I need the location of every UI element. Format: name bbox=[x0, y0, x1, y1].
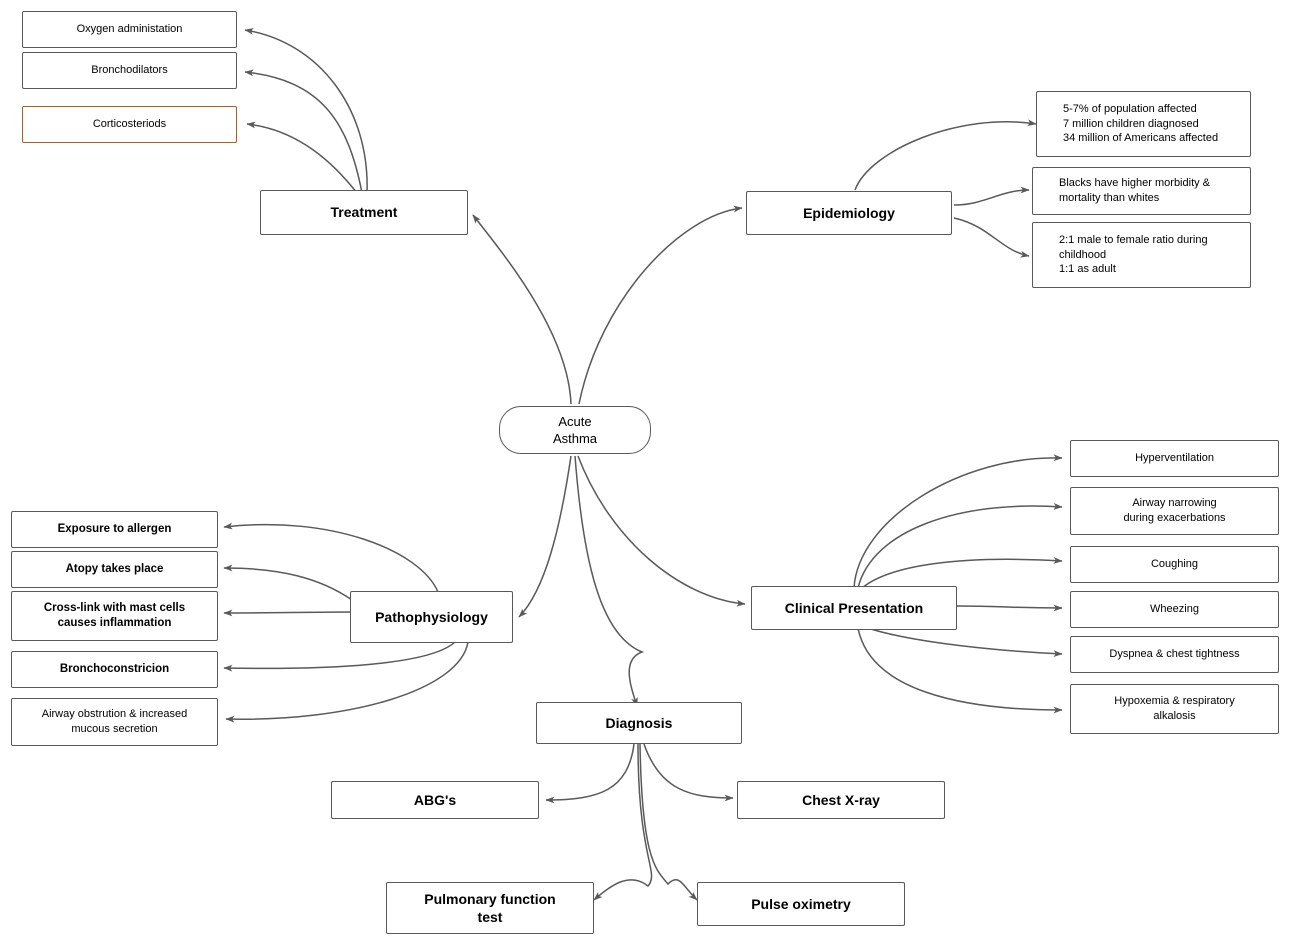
node-airway-narrowing[interactable]: Airway narrowing during exacerbations bbox=[1070, 487, 1279, 535]
edge-diag-pft bbox=[593, 743, 653, 901]
edge-root-clinical bbox=[577, 455, 746, 607]
node-cross-link-mast-cells-label: Cross-link with mast cells causes inflam… bbox=[43, 601, 186, 629]
node-wheezing[interactable]: Wheezing bbox=[1070, 591, 1279, 628]
edge-clin-hyperventilation bbox=[853, 454, 1063, 589]
edge-root-epidemiology bbox=[578, 205, 743, 405]
node-dyspnea-chest-tightness-label: Dyspnea & chest tightness bbox=[1109, 648, 1240, 661]
edge-root-diagnosis bbox=[574, 455, 645, 707]
node-abgs[interactable]: ABG's bbox=[331, 781, 539, 819]
node-pulmonary-function-test[interactable]: Pulmonary function test bbox=[386, 882, 594, 934]
node-hyperventilation[interactable]: Hyperventilation bbox=[1070, 440, 1279, 477]
node-clinical-presentation[interactable]: Clinical Presentation bbox=[751, 586, 957, 630]
node-epi-sex-ratio-label: 2:1 male to female ratio during childhoo… bbox=[1059, 234, 1208, 276]
node-cross-link-mast-cells[interactable]: Cross-link with mast cells causes inflam… bbox=[11, 591, 218, 641]
node-acute-asthma[interactable]: Acute Asthma bbox=[499, 406, 651, 454]
node-coughing[interactable]: Coughing bbox=[1070, 546, 1279, 583]
node-airway-obstruction[interactable]: Airway obstrution & increased mucous sec… bbox=[11, 698, 218, 746]
node-exposure-to-allergen[interactable]: Exposure to allergen bbox=[11, 511, 218, 548]
node-hyperventilation-label: Hyperventilation bbox=[1135, 452, 1214, 465]
node-pathophysiology[interactable]: Pathophysiology bbox=[350, 591, 513, 643]
node-epi-morbidity[interactable]: Blacks have higher morbidity & mortality… bbox=[1032, 167, 1251, 215]
edge-patho-atopy bbox=[223, 564, 353, 601]
edge-diag-chestxray bbox=[643, 743, 734, 802]
node-hypoxemia-alkalosis[interactable]: Hypoxemia & respiratory alkalosis bbox=[1070, 684, 1279, 734]
edge-epi-stats bbox=[854, 119, 1037, 191]
edge-root-treatment bbox=[472, 214, 572, 405]
edge-diag-pulseox bbox=[639, 743, 698, 901]
node-epi-morbidity-label: Blacks have higher morbidity & mortality… bbox=[1059, 177, 1211, 204]
node-epi-statistics[interactable]: 5-7% of population affected 7 million ch… bbox=[1036, 91, 1251, 157]
node-pulse-oximetry-label: Pulse oximetry bbox=[751, 895, 851, 912]
node-pulse-oximetry[interactable]: Pulse oximetry bbox=[697, 882, 905, 926]
node-atopy-takes-place-label: Atopy takes place bbox=[65, 562, 164, 575]
edge-patho-exposure bbox=[223, 522, 439, 593]
node-epi-statistics-label: 5-7% of population affected 7 million ch… bbox=[1063, 103, 1219, 145]
node-bronchodilators[interactable]: Bronchodilators bbox=[22, 52, 237, 89]
node-hypoxemia-alkalosis-label: Hypoxemia & respiratory alkalosis bbox=[1114, 695, 1235, 722]
node-acute-asthma-label: Acute Asthma bbox=[552, 413, 598, 446]
node-epi-sex-ratio[interactable]: 2:1 male to female ratio during childhoo… bbox=[1032, 222, 1251, 288]
node-dyspnea-chest-tightness[interactable]: Dyspnea & chest tightness bbox=[1070, 636, 1279, 673]
node-pathophysiology-label: Pathophysiology bbox=[375, 608, 488, 625]
node-epidemiology-label: Epidemiology bbox=[803, 204, 895, 221]
node-chest-xray[interactable]: Chest X-ray bbox=[737, 781, 945, 819]
node-abgs-label: ABG's bbox=[413, 791, 457, 808]
edge-clin-wheezing bbox=[956, 604, 1063, 612]
edge-treatment-oxygen bbox=[244, 27, 368, 194]
edge-epi-morbidity bbox=[953, 186, 1030, 206]
edge-treatment-corticosteriods bbox=[246, 121, 358, 194]
edge-patho-bronchoconstricion bbox=[223, 641, 456, 672]
node-clinical-presentation-label: Clinical Presentation bbox=[784, 599, 924, 616]
node-exposure-to-allergen-label: Exposure to allergen bbox=[57, 522, 172, 535]
node-epidemiology[interactable]: Epidemiology bbox=[746, 191, 952, 235]
node-oxygen-administation[interactable]: Oxygen administation bbox=[22, 11, 237, 48]
node-coughing-label: Coughing bbox=[1150, 558, 1199, 571]
node-bronchodilators-label: Bronchodilators bbox=[91, 64, 168, 77]
edge-patho-crosslink bbox=[223, 609, 353, 617]
node-oxygen-administation-label: Oxygen administation bbox=[76, 23, 183, 36]
node-atopy-takes-place[interactable]: Atopy takes place bbox=[11, 551, 218, 588]
node-airway-obstruction-label: Airway obstrution & increased mucous sec… bbox=[41, 708, 188, 735]
node-bronchoconstricion-label: Bronchoconstricion bbox=[59, 662, 170, 675]
node-chest-xray-label: Chest X-ray bbox=[802, 791, 880, 808]
edge-treatment-bronchodilators bbox=[244, 69, 363, 194]
node-corticosteriods[interactable]: Corticosteriods bbox=[22, 106, 237, 143]
node-wheezing-label: Wheezing bbox=[1150, 603, 1199, 616]
node-pulmonary-function-test-label: Pulmonary function test bbox=[424, 890, 556, 925]
edge-clin-coughing bbox=[861, 557, 1063, 589]
edge-root-pathophysiology bbox=[518, 455, 572, 618]
edge-diag-abg bbox=[545, 743, 635, 804]
node-airway-narrowing-label: Airway narrowing during exacerbations bbox=[1123, 497, 1226, 524]
edge-clin-hypoxemia bbox=[857, 627, 1063, 714]
edge-patho-airway bbox=[225, 641, 469, 723]
node-treatment[interactable]: Treatment bbox=[260, 190, 468, 235]
edge-epi-ratio bbox=[953, 217, 1030, 258]
edge-clin-dyspnea bbox=[861, 625, 1063, 657]
node-diagnosis[interactable]: Diagnosis bbox=[536, 702, 742, 744]
node-treatment-label: Treatment bbox=[330, 204, 398, 221]
node-diagnosis-label: Diagnosis bbox=[605, 714, 673, 731]
node-bronchoconstricion[interactable]: Bronchoconstricion bbox=[11, 651, 218, 688]
edge-clin-airwaynarrowing bbox=[857, 503, 1063, 589]
node-corticosteriods-label: Corticosteriods bbox=[92, 118, 167, 131]
